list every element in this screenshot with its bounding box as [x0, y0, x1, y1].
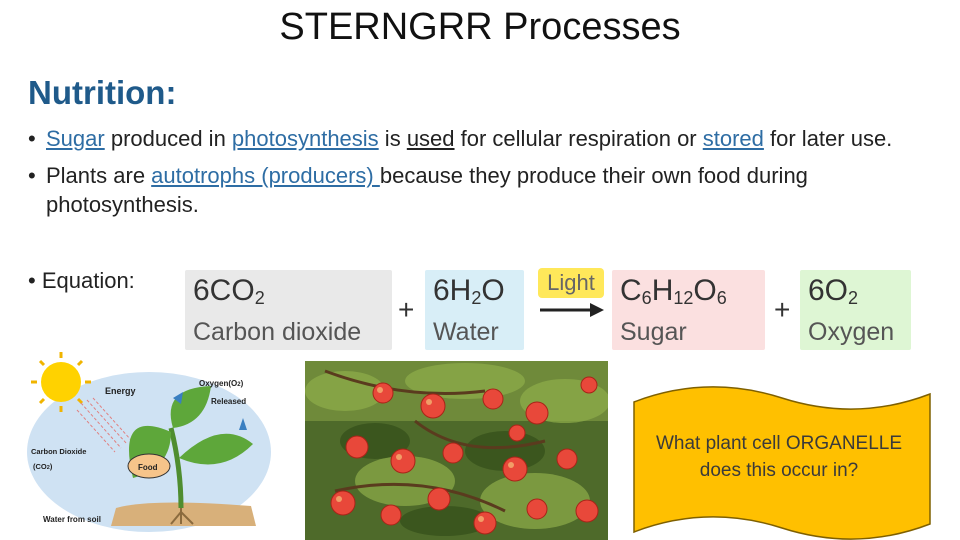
carbon-dioxide-label: Carbon Dioxide — [31, 447, 86, 456]
slide-title: STERNGRR Processes — [279, 6, 681, 48]
question-banner — [633, 386, 931, 540]
light-label: Light — [538, 268, 604, 298]
co2-label: (CO2) — [33, 462, 53, 471]
energy-label: Energy — [105, 386, 136, 396]
oxygen-label: Oxygen(O2) — [199, 379, 244, 388]
sugar-formula: C6H12O6 — [620, 274, 727, 308]
reaction-arrow-icon — [540, 303, 604, 317]
link-used[interactable]: used — [406, 126, 455, 151]
released-label: Released — [211, 397, 246, 406]
bullet-sugar: Sugar produced in photosynthesis is used… — [28, 124, 938, 153]
food-label: Food — [138, 463, 158, 472]
o2-name: Oxygen — [808, 318, 895, 346]
co2-formula: 6CO2 — [193, 274, 265, 308]
co2-box: 6CO2 Carbon dioxide — [185, 270, 392, 350]
bullet-autotrophs: Plants are autotrophs (producers) becaus… — [28, 161, 938, 219]
text-fragment: produced in — [104, 126, 232, 151]
water-label: Water from soil — [43, 515, 101, 524]
plus-sign: + — [398, 294, 415, 325]
text-fragment: Plants are — [46, 163, 152, 188]
co2-name: Carbon dioxide — [193, 318, 362, 346]
link-photosynthesis[interactable]: photosynthesis — [231, 126, 379, 151]
o2-box: 6O2 Oxygen — [800, 270, 911, 350]
sun-icon — [31, 352, 91, 412]
photosynthesis-diagram: Energy Oxygen(O2) Released Carbon Dioxid… — [27, 352, 271, 532]
link-stored[interactable]: stored — [702, 126, 764, 151]
h2o-formula: 6H2O — [433, 274, 505, 308]
text-fragment: is — [378, 126, 407, 151]
text-fragment: for cellular respiration or — [454, 126, 703, 151]
equation-label: Equation: — [41, 268, 135, 293]
sugar-box: C6H12O6 Sugar — [612, 270, 765, 350]
question-text: What plant cell ORGANELLE does this occu… — [655, 433, 903, 481]
bullet-equation: • Equation: — [28, 268, 135, 293]
text-fragment: because they produce their own food duri… — [46, 163, 808, 217]
sugar-name: Sugar — [620, 318, 687, 346]
h2o-name: Water — [433, 318, 499, 346]
link-autotrophs[interactable]: autotrophs (producers) — [151, 163, 380, 188]
o2-formula: 6O2 — [808, 274, 859, 308]
link-sugar[interactable]: Sugar — [46, 126, 105, 151]
bullet-list: Sugar produced in photosynthesis is used… — [28, 124, 938, 227]
section-heading: Nutrition: — [28, 74, 177, 111]
text-fragment: for later use. — [763, 126, 893, 151]
h2o-box: 6H2O Water — [425, 270, 524, 350]
plus-sign: + — [774, 294, 791, 325]
apple-tree-photo — [305, 361, 608, 540]
